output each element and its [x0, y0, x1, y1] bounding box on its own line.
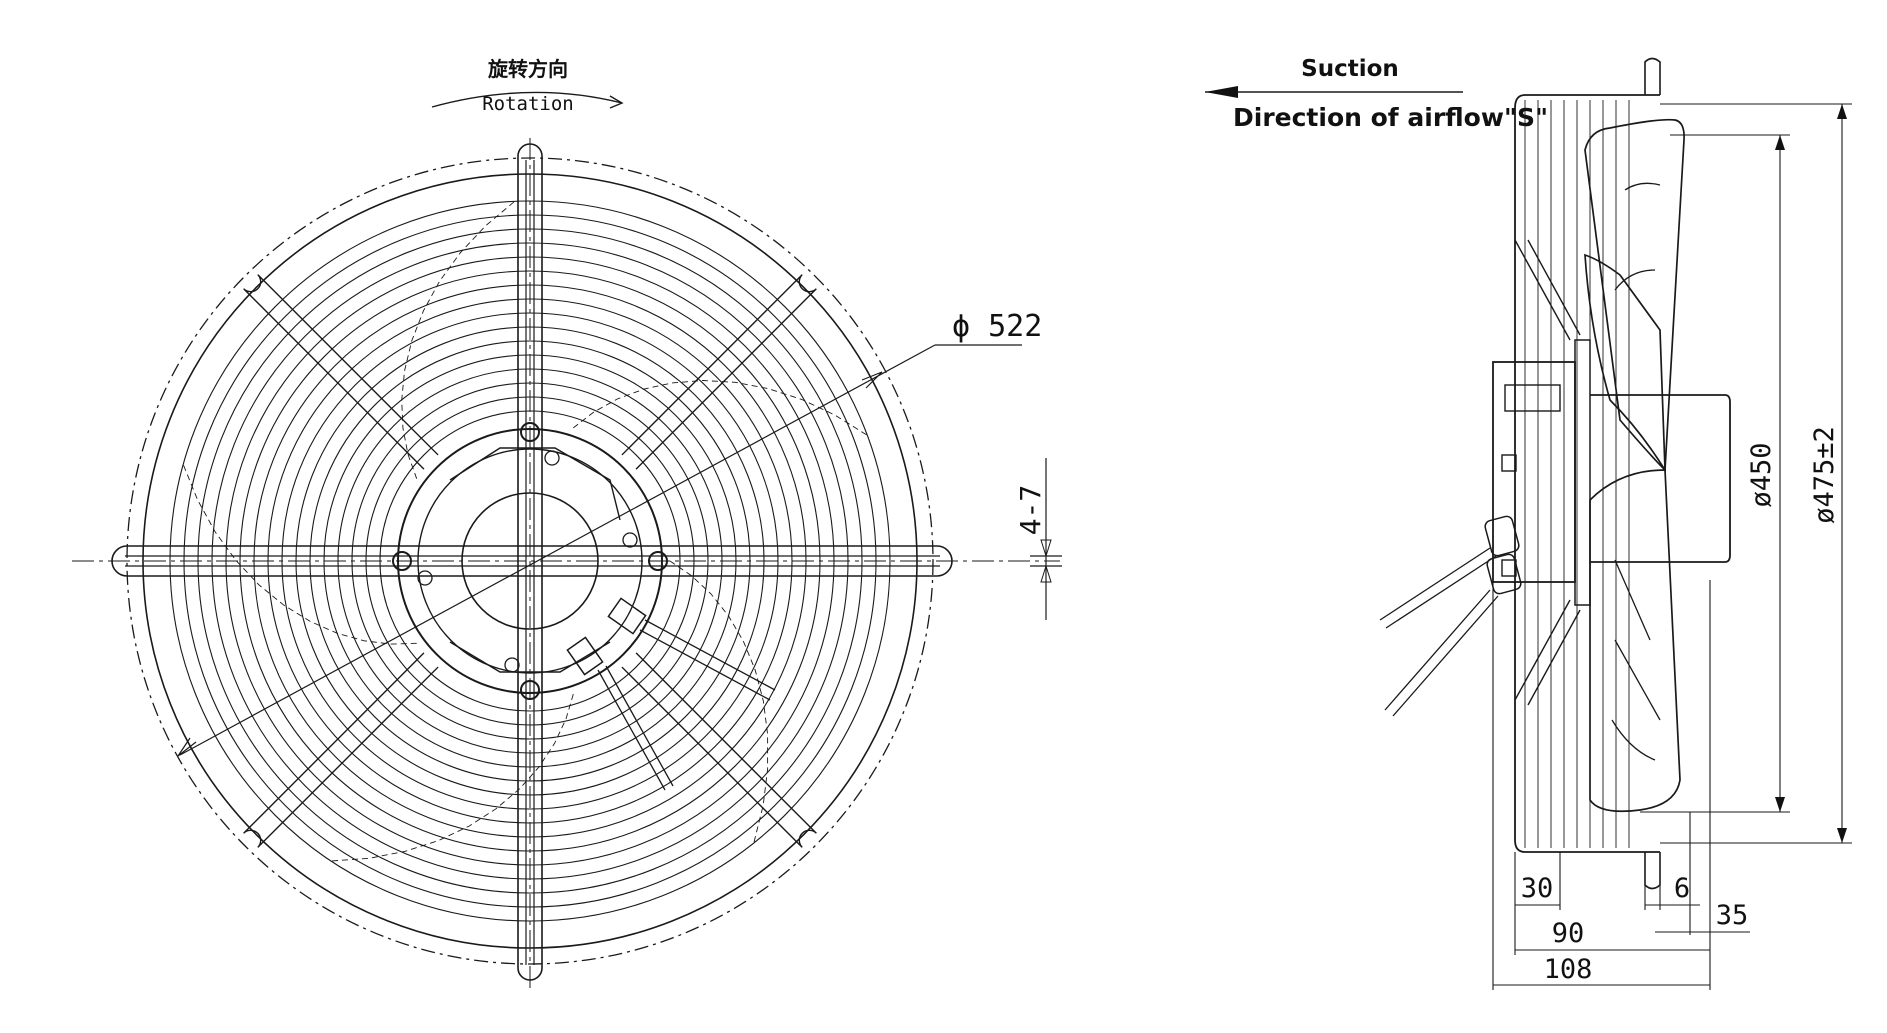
airflow-label: Direction of airflow"S"	[1233, 103, 1548, 132]
rotation-arrow	[431, 91, 623, 108]
cable-1	[639, 619, 776, 701]
dim-6: 6	[1674, 873, 1690, 904]
dim-108: 108	[1544, 954, 1593, 985]
guard-spoke	[621, 274, 817, 470]
blade-mid	[1584, 253, 1666, 474]
guard-side-profile	[1524, 100, 1630, 848]
mount-lug-bottom	[1644, 852, 1661, 890]
blade-outline	[669, 560, 769, 844]
fan-hub	[1590, 394, 1731, 563]
guard-spoke	[243, 274, 439, 470]
blade-outline	[573, 380, 868, 436]
guard-spoke	[621, 652, 817, 848]
dim-guard-diameter: ø475±2	[1809, 426, 1840, 524]
blade-outline	[182, 464, 417, 645]
mount-lug-top	[1644, 57, 1661, 95]
cable-gland-1	[607, 597, 647, 635]
suction-label: Suction	[1301, 56, 1399, 82]
dim-mount-holes: 4-7	[1014, 485, 1047, 536]
guard-outer-frame	[1514, 94, 1660, 853]
guard-spokes	[243, 274, 817, 848]
dim-outer-diameter: ϕ 522	[952, 309, 1042, 344]
rotation-label-cn: 旋转方向	[487, 57, 568, 81]
dim-90: 90	[1552, 918, 1585, 949]
blade-outline	[401, 200, 515, 479]
cable-2	[597, 665, 674, 791]
blade-bottom	[1589, 469, 1681, 813]
fan-blades	[182, 200, 868, 862]
dim-blade-diameter: ø450	[1746, 442, 1777, 507]
blade-top	[1584, 118, 1685, 472]
side-gland-2	[1486, 553, 1522, 595]
rotation-arrow-head	[609, 95, 624, 109]
side-view: Suction Direction of airflow"S"	[1205, 56, 1852, 990]
front-view: 旋转方向 Rotation	[72, 57, 1062, 990]
dim-35: 35	[1716, 900, 1749, 931]
dim-30: 30	[1521, 873, 1554, 904]
motor-bracket	[449, 447, 621, 673]
rotation-label-en: Rotation	[482, 93, 574, 115]
side-gland-1	[1484, 515, 1520, 557]
cable-gland-2	[566, 636, 604, 676]
blade-outline	[330, 693, 574, 862]
diameter-leader	[179, 344, 936, 756]
side-cable-2	[1384, 589, 1499, 717]
guard-spoke	[243, 652, 439, 848]
airflow-arrow-head	[1205, 86, 1238, 98]
side-cable-1	[1379, 547, 1497, 629]
